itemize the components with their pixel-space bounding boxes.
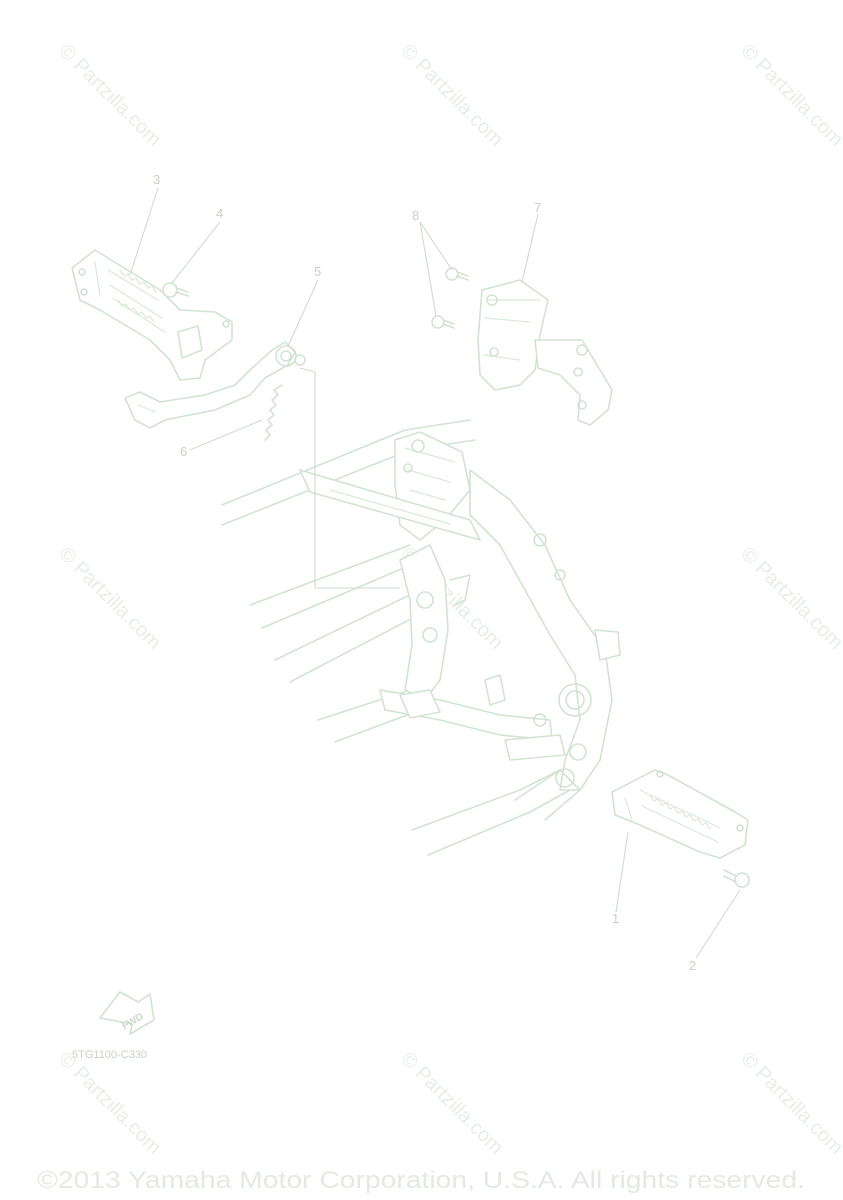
leader-lines — [129, 187, 741, 959]
watermark: © Partzilla.com — [54, 543, 165, 654]
callout-6: 6 — [180, 444, 187, 459]
copyright-notice: ©2013 Yamaha Motor Corporation, U.S.A. A… — [37, 1167, 805, 1194]
callout-4: 4 — [216, 206, 223, 221]
callout-8: 8 — [412, 208, 419, 223]
watermark: © Partzilla.com — [736, 543, 843, 654]
bolt-icon — [431, 315, 455, 329]
watermark: © Partzilla.com — [736, 40, 843, 151]
fwd-arrow-icon: FWD — [99, 991, 155, 1035]
bolt-icon — [162, 282, 189, 298]
callout-2: 2 — [689, 958, 696, 973]
watermark-layer: © Partzilla.com © Partzilla.com © Partzi… — [54, 40, 843, 1159]
callout-5: 5 — [314, 264, 321, 279]
callout-7: 7 — [534, 200, 541, 215]
callout-1: 1 — [612, 911, 619, 926]
footrest-right-assembly — [611, 769, 750, 888]
watermark: © Partzilla.com — [736, 1048, 843, 1159]
bolt-icon — [723, 869, 750, 888]
brake-pedal-assembly — [71, 249, 400, 589]
guard-assembly — [431, 267, 613, 426]
drawing-code: 5TG1100-C330 — [72, 1049, 147, 1061]
watermark: © Partzilla.com — [54, 1048, 165, 1159]
watermark: © Partzilla.com — [396, 1048, 507, 1159]
frame-drawing — [221, 419, 621, 856]
spring-icon — [264, 384, 283, 441]
watermark: © Partzilla.com — [396, 40, 507, 151]
callouts: 1 2 3 4 5 6 7 8 — [153, 172, 696, 973]
callout-3: 3 — [153, 172, 160, 187]
watermark: © Partzilla.com — [54, 40, 165, 151]
bolt-icon — [445, 267, 469, 281]
